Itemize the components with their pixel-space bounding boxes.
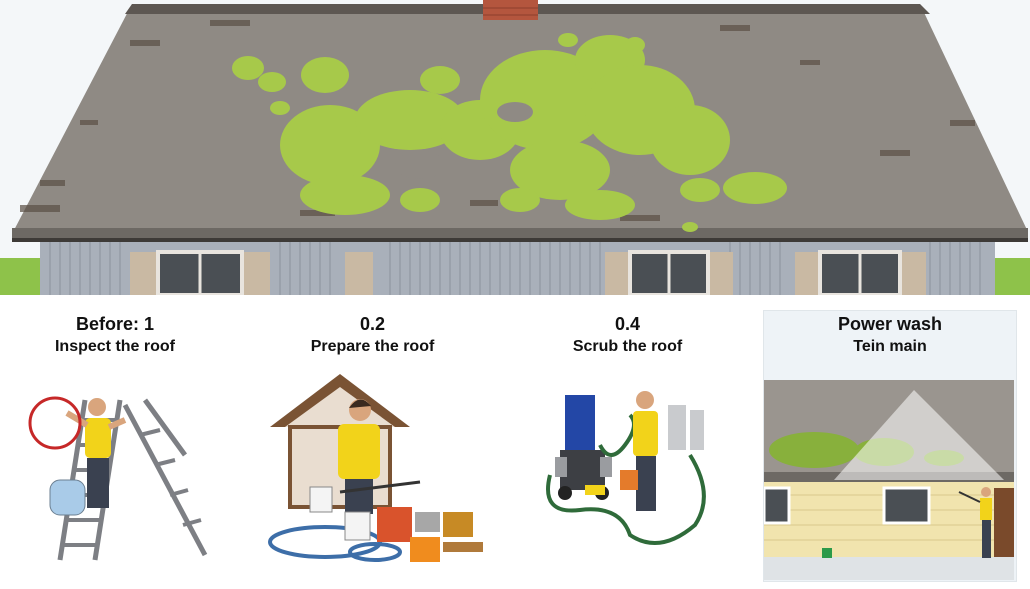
bucket-icon: [309, 486, 483, 562]
step-2-illustration: [268, 374, 483, 562]
step-1-caption: Before: 1 Inspect the roof: [20, 312, 210, 358]
step-4-illustration: [764, 380, 1014, 580]
step-3-illustration: [546, 391, 706, 545]
step-4-caption: Power wash Tein main: [790, 312, 990, 358]
step-title: 0.2: [359, 314, 386, 334]
step-title: Before: 1: [75, 314, 155, 334]
window: [345, 252, 373, 295]
worker-icon: [338, 399, 380, 514]
window: [795, 250, 926, 295]
step-1-illustration: [28, 396, 208, 561]
worker-icon: [65, 398, 127, 508]
roof-hero-illustration: [0, 0, 1030, 295]
step-subtitle: Tein main: [853, 338, 927, 355]
step-2-caption: 0.2 Prepare the roof: [275, 312, 470, 358]
step-subtitle: Prepare the roof: [310, 338, 435, 355]
step-3-caption: 0.4 Scrub the roof: [540, 312, 715, 358]
step-subtitle: Scrub the roof: [572, 338, 683, 355]
bucket-icon: [49, 479, 86, 516]
spray-icon: [834, 390, 1004, 480]
step-title: Power wash: [837, 314, 943, 334]
pressure-washer-icon: [555, 395, 612, 500]
step-title: 0.4: [614, 314, 641, 334]
worker-icon: [633, 391, 658, 511]
inspection-highlight-icon: [28, 396, 82, 450]
moss-patches: [232, 33, 787, 232]
worker-icon: [958, 487, 992, 558]
window: [605, 250, 733, 295]
step-subtitle: Inspect the roof: [54, 338, 175, 355]
window: [130, 250, 270, 295]
